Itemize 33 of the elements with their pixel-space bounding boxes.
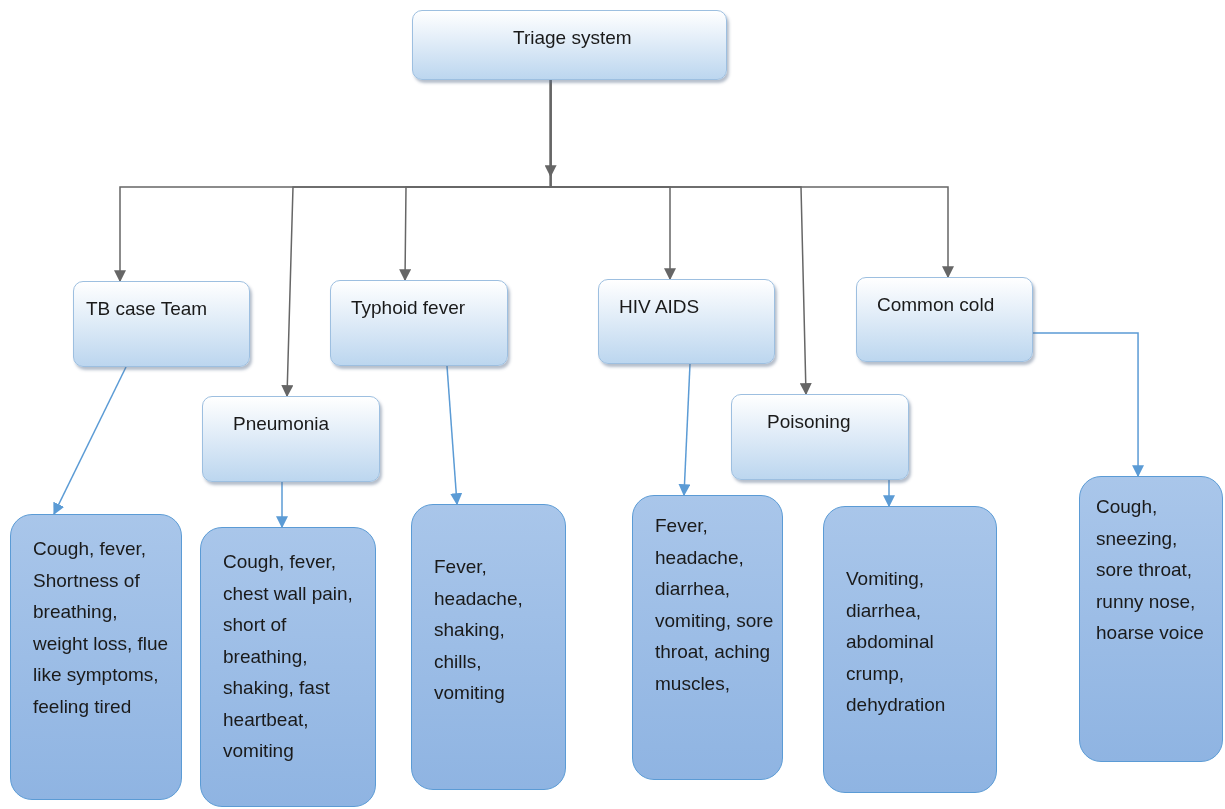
arrow — [1032, 332, 1145, 478]
symptom-box — [200, 527, 376, 807]
category-label: Pneumonia — [233, 412, 331, 436]
category-label: Common cold — [877, 293, 996, 317]
category-label: Triage system — [513, 26, 633, 50]
category-label: HIV AIDS — [619, 295, 701, 319]
symptom-list: Fever, headache, diarrhea, vomiting, sore throat, aching muscles, — [655, 510, 774, 699]
category-box — [73, 281, 250, 367]
symptom-box — [632, 495, 783, 780]
category-box — [598, 279, 775, 364]
arrow — [446, 365, 463, 506]
category-label: Poisoning — [767, 410, 852, 434]
arrow — [883, 479, 895, 508]
symptom-box — [823, 506, 997, 793]
symptom-list: Vomiting, diarrhea, abdominal crump, dehydration — [846, 563, 988, 721]
category-box — [731, 394, 909, 480]
symptom-list: Fever, headache, shaking, chills, vomiting — [434, 551, 557, 709]
category-box — [412, 10, 727, 80]
category-box — [856, 277, 1033, 362]
symptom-list: Cough, fever, chest wall pain, short of breathing, shaking, fast heartbeat, vomiting — [223, 546, 367, 767]
category-box — [330, 280, 508, 366]
arrow — [276, 481, 288, 529]
category-label: Typhoid fever — [351, 296, 467, 320]
arrow — [549, 79, 954, 279]
symptom-box — [1079, 476, 1223, 762]
category-label: TB case Team — [86, 297, 209, 321]
symptom-box — [411, 504, 566, 790]
arrow — [53, 366, 127, 516]
symptom-box — [10, 514, 182, 800]
category-box — [202, 396, 380, 482]
symptom-list: Cough, fever, Shortness of breathing, weight loss, flue like symptoms, feeling tired — [33, 533, 173, 722]
arrow — [678, 363, 691, 497]
symptom-list: Cough, sneezing, sore throat, runny nose, hoarse voice — [1096, 491, 1214, 649]
